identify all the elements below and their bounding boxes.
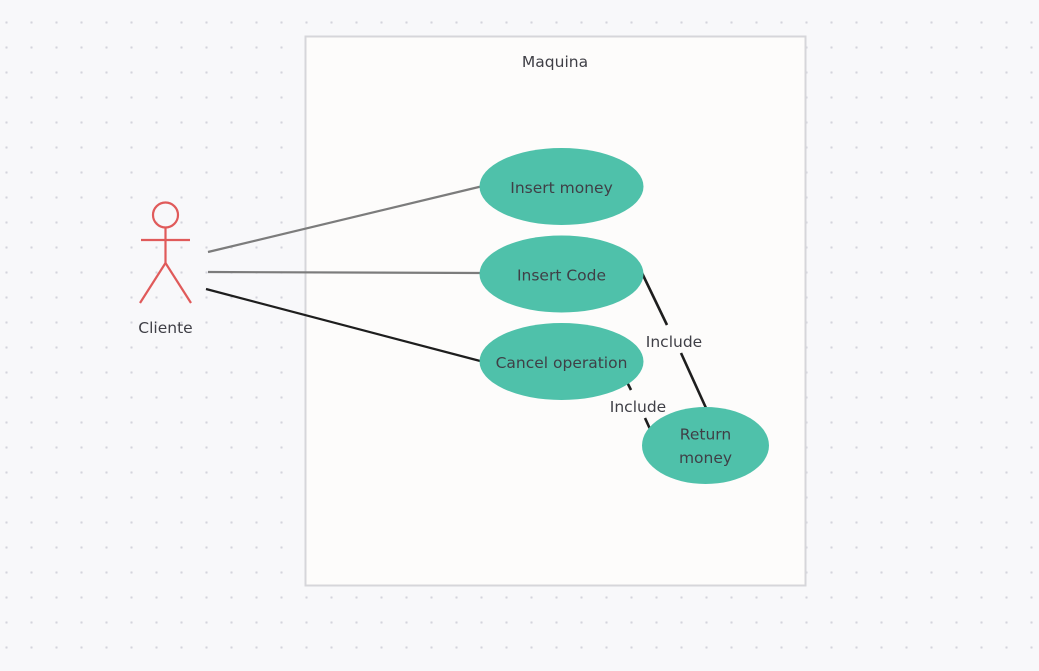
association-cliente-cancel-operation[interactable] bbox=[205, 287, 485, 364]
actor-cliente[interactable] bbox=[139, 201, 192, 304]
use-case-return-money[interactable] bbox=[642, 407, 769, 484]
include-line-code-return-bottom[interactable] bbox=[679, 352, 708, 409]
actor-right-leg bbox=[164, 262, 192, 304]
use-case-insert-money-label: Insert money bbox=[510, 179, 613, 197]
system-title: Maquina bbox=[522, 53, 588, 71]
actor-left-leg bbox=[139, 262, 167, 304]
include-label-code-return: Include bbox=[646, 333, 702, 351]
association-cliente-insert-code[interactable] bbox=[207, 270, 484, 275]
use-case-return-money-label-line2: money bbox=[679, 449, 732, 467]
include-label-cancel-return: Include bbox=[610, 398, 666, 416]
actor-name: Cliente bbox=[138, 319, 192, 337]
use-case-cancel-operation-label: Cancel operation bbox=[496, 354, 628, 372]
include-line-code-return-top[interactable] bbox=[640, 272, 669, 326]
use-case-insert-code[interactable] bbox=[479, 235, 644, 313]
association-cliente-insert-money[interactable] bbox=[207, 184, 484, 254]
include-line-cancel-return-bottom[interactable] bbox=[643, 417, 652, 430]
use-case-return-money-label-line1: Return bbox=[680, 426, 731, 444]
use-case-insert-money[interactable] bbox=[479, 148, 644, 225]
actor-head bbox=[151, 201, 180, 229]
use-case-cancel-operation[interactable] bbox=[479, 323, 644, 400]
use-case-insert-code-label: Insert Code bbox=[517, 267, 606, 285]
